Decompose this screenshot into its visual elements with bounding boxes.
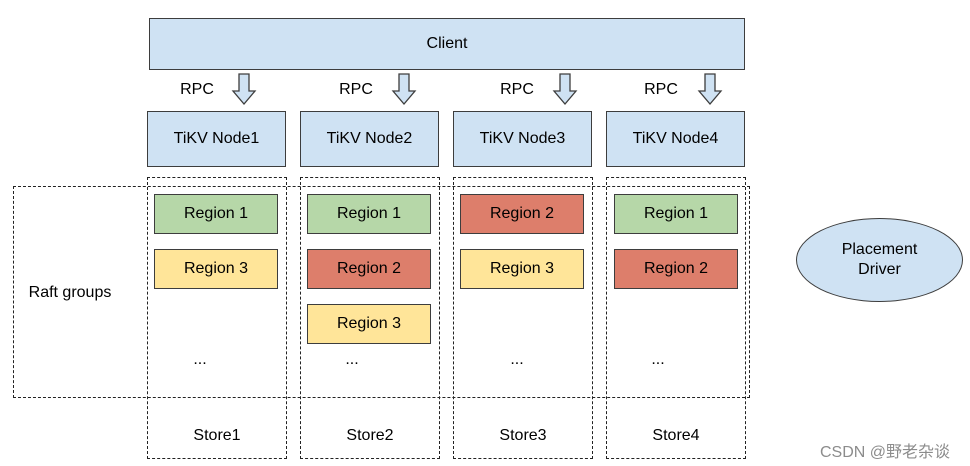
node1-region-3: Region 3: [154, 249, 278, 289]
region-label: Region 1: [643, 205, 709, 222]
node2-ellipsis: ...: [345, 351, 359, 368]
node2-region-1: Region 1: [307, 194, 431, 234]
store-column-1: [147, 177, 287, 459]
node3-region-3: Region 3: [460, 249, 584, 289]
placement-driver-line2: Driver: [858, 261, 901, 278]
tikv-node-2: TiKV Node2: [300, 111, 439, 167]
node1-ellipsis: ...: [193, 351, 207, 368]
placement-driver: Placement Driver: [796, 218, 963, 302]
node3-region-2: Region 2: [460, 194, 584, 234]
rpc-arrow-4: [697, 73, 723, 106]
raft-groups-label: Raft groups: [28, 284, 112, 301]
region-label: Region 2: [643, 260, 709, 277]
node4-region-2: Region 2: [614, 249, 738, 289]
tikv-node-3-label: TiKV Node3: [479, 130, 566, 147]
store-column-3: [453, 177, 593, 459]
store-column-2: [300, 177, 440, 459]
node2-region-2: Region 2: [307, 249, 431, 289]
rpc-label-3: RPC: [500, 81, 534, 98]
node1-region-1: Region 1: [154, 194, 278, 234]
store-label-1: Store1: [193, 427, 241, 444]
store-label-2: Store2: [346, 427, 394, 444]
node3-ellipsis: ...: [510, 351, 524, 368]
node2-region-3: Region 3: [307, 304, 431, 344]
tikv-node-3: TiKV Node3: [453, 111, 592, 167]
node4-ellipsis: ...: [651, 351, 665, 368]
raft-groups-box: [13, 186, 750, 398]
rpc-label-1: RPC: [180, 81, 214, 98]
region-label: Region 1: [183, 205, 249, 222]
store-label-3: Store3: [499, 427, 547, 444]
region-label: Region 3: [489, 260, 555, 277]
region-label: Region 1: [336, 205, 402, 222]
rpc-arrow-3: [552, 73, 578, 106]
client-box: Client: [149, 18, 745, 70]
region-label: Region 2: [336, 260, 402, 277]
rpc-arrow-1: [231, 73, 257, 106]
tikv-node-4-label: TiKV Node4: [632, 130, 719, 147]
rpc-arrow-2: [391, 73, 417, 106]
tikv-node-4: TiKV Node4: [606, 111, 745, 167]
region-label: Region 3: [336, 315, 402, 332]
region-label: Region 2: [489, 205, 555, 222]
rpc-label-2: RPC: [339, 81, 373, 98]
region-label: Region 3: [183, 260, 249, 277]
store-label-4: Store4: [652, 427, 700, 444]
client-label: Client: [426, 35, 468, 52]
watermark: CSDN @野老杂谈: [820, 444, 951, 461]
node4-region-1: Region 1: [614, 194, 738, 234]
tikv-node-1-label: TiKV Node1: [173, 130, 260, 147]
rpc-label-4: RPC: [644, 81, 678, 98]
tikv-node-1: TiKV Node1: [147, 111, 286, 167]
store-column-4: [606, 177, 746, 459]
placement-driver-line1: Placement: [841, 241, 918, 258]
tikv-node-2-label: TiKV Node2: [326, 130, 413, 147]
